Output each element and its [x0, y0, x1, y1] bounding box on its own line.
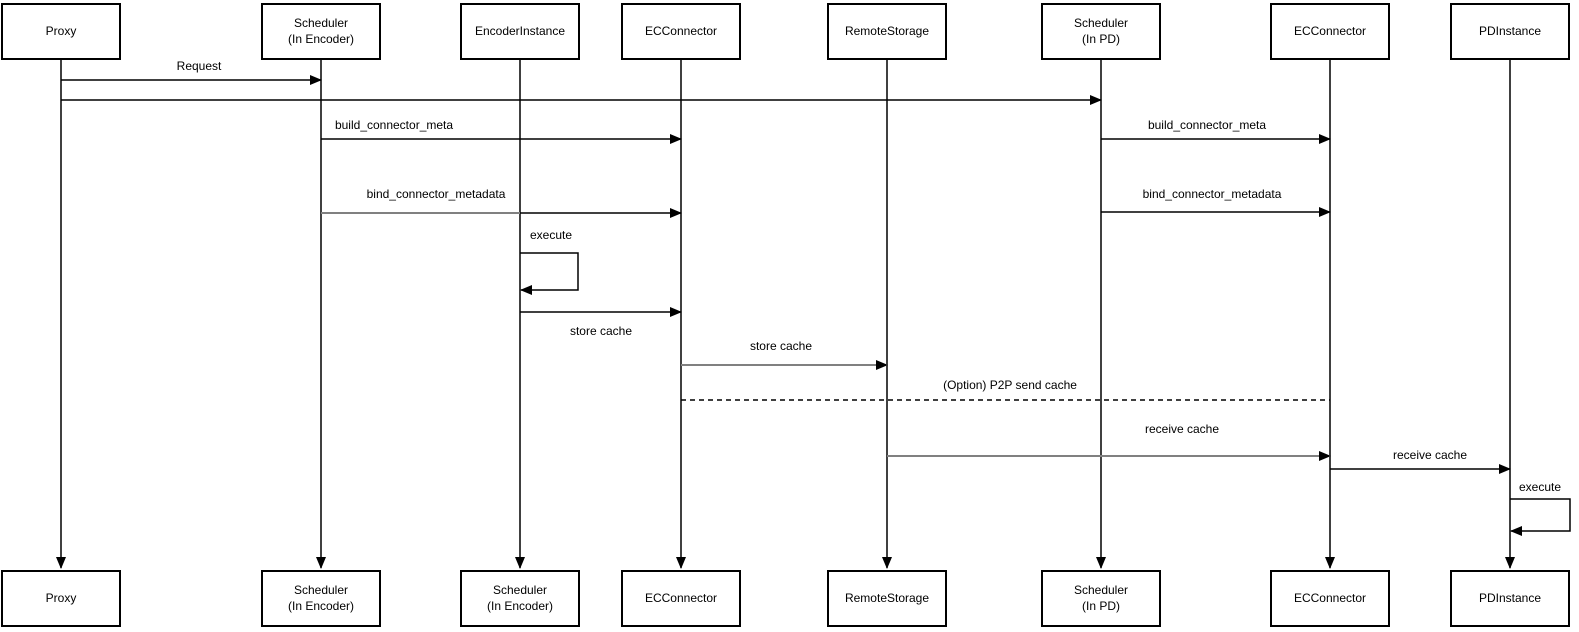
actor-box-top-scheduler-pd: Scheduler(In PD) — [1041, 3, 1161, 60]
actor-box-bottom-pd-instance: PDInstance — [1450, 570, 1570, 627]
actor-label-line: Scheduler — [492, 582, 548, 597]
actor-label-line: ECConnector — [1293, 590, 1367, 605]
message-label-bind-connector-metadata-encoder: bind_connector_metadata — [366, 187, 506, 201]
actor-label-line: ECConnector — [644, 590, 718, 605]
actor-label-line: PDInstance — [1478, 23, 1542, 38]
self-loop-execute-pd — [1510, 498, 1571, 536]
actor-box-top-ec-connector-pd: ECConnector — [1270, 3, 1390, 60]
message-label-bind-connector-metadata-pd: bind_connector_metadata — [1142, 187, 1282, 201]
actor-box-bottom-scheduler-encoder: Scheduler(In Encoder) — [261, 570, 381, 627]
actor-box-top-encoder-instance: EncoderInstance — [460, 3, 580, 60]
actor-label-line: (In Encoder) — [287, 598, 355, 613]
actor-label-line: Scheduler — [293, 582, 349, 597]
message-label-receive-cache-pd: receive cache — [1392, 448, 1468, 462]
self-loop-label-execute-pd: execute — [1518, 480, 1562, 494]
actor-label-line: Proxy — [45, 590, 77, 605]
message-label-request: Request — [176, 59, 222, 73]
actor-box-bottom-scheduler-pd: Scheduler(In PD) — [1041, 570, 1161, 627]
message-label-store-cache-remote: store cache — [749, 339, 813, 353]
actor-box-bottom-proxy: Proxy — [1, 570, 121, 627]
self-loop-label-execute-encoder: execute — [529, 228, 573, 242]
actor-label-line: (In Encoder) — [486, 598, 554, 613]
actor-label-line: (In Encoder) — [287, 31, 355, 46]
actor-box-bottom-remote-storage: RemoteStorage — [827, 570, 947, 627]
actor-box-top-scheduler-encoder: Scheduler(In Encoder) — [261, 3, 381, 60]
actor-label-line: Proxy — [45, 23, 77, 38]
actor-box-top-proxy: Proxy — [1, 3, 121, 60]
actor-label-line: Scheduler — [293, 15, 349, 30]
message-label-build-connector-meta-encoder: build_connector_meta — [334, 118, 454, 132]
actor-box-bottom-encoder-instance: Scheduler(In Encoder) — [460, 570, 580, 627]
actor-label-line: PDInstance — [1478, 590, 1542, 605]
message-label-store-cache-encoder: store cache — [569, 324, 633, 338]
actor-box-bottom-ec-connector: ECConnector — [621, 570, 741, 627]
actor-label-line: RemoteStorage — [844, 590, 930, 605]
message-label-build-connector-meta-pd: build_connector_meta — [1147, 118, 1267, 132]
actor-label-line: EncoderInstance — [474, 23, 566, 38]
actor-box-top-pd-instance: PDInstance — [1450, 3, 1570, 60]
self-loop-execute-encoder — [520, 252, 579, 295]
actor-box-top-ec-connector: ECConnector — [621, 3, 741, 60]
actor-label-line: ECConnector — [644, 23, 718, 38]
actor-box-top-remote-storage: RemoteStorage — [827, 3, 947, 60]
actor-box-bottom-ec-connector-pd: ECConnector — [1270, 570, 1390, 627]
actor-label-line: Scheduler — [1073, 15, 1129, 30]
message-label-p2p-send-cache: (Option) P2P send cache — [943, 378, 1077, 392]
actor-label-line: (In PD) — [1081, 31, 1120, 46]
actor-label-line: RemoteStorage — [844, 23, 930, 38]
actor-label-line: (In PD) — [1081, 598, 1120, 613]
actor-label-line: Scheduler — [1073, 582, 1129, 597]
message-label-receive-cache-remote: receive cache — [1144, 422, 1220, 436]
actor-label-line: ECConnector — [1293, 23, 1367, 38]
